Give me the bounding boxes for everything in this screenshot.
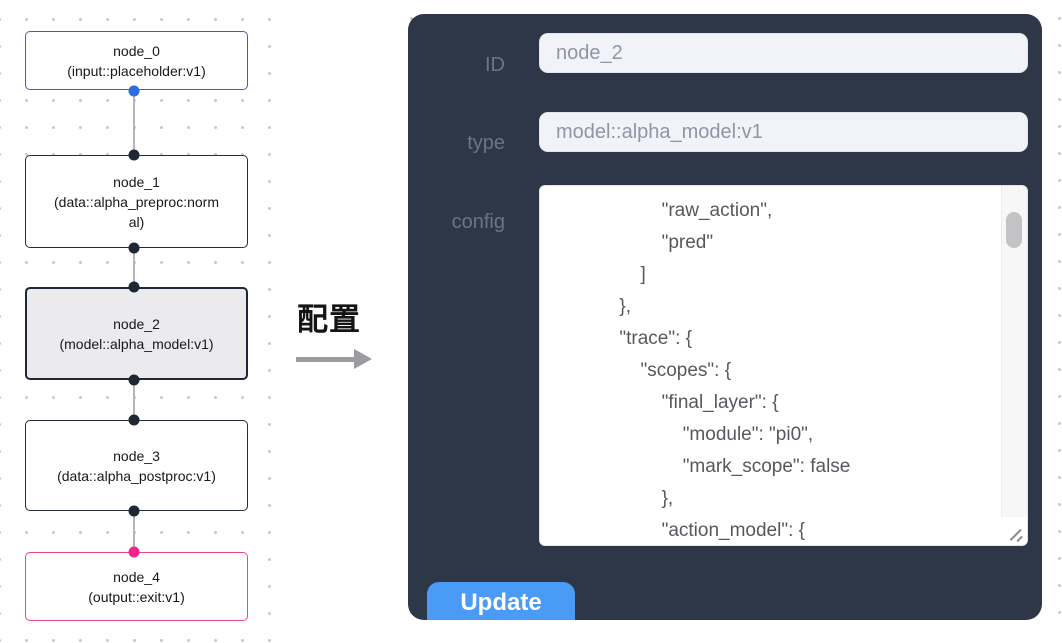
node-config-panel: ID type config "raw_action", "pred" ] },…: [408, 14, 1042, 620]
config-scrollbar-thumb[interactable]: [1006, 212, 1022, 248]
edge-node1-node2: [133, 248, 135, 287]
input-port-node_1[interactable]: [128, 149, 140, 161]
node-type-label: (model::alpha_model:v1): [59, 335, 214, 352]
config-scrollbar-track[interactable]: [1001, 186, 1027, 517]
flow-node-node_0[interactable]: node_0 (input::placeholder:v1): [25, 31, 248, 90]
input-port-node_4[interactable]: [128, 546, 140, 558]
node-type-label: (output::exit:v1): [88, 588, 185, 605]
config-json-text: "raw_action", "pred" ] }, "trace": { "sc…: [619, 200, 851, 541]
node-title: node_0: [113, 42, 160, 59]
arrow-right-icon: [292, 349, 392, 369]
resize-handle-icon[interactable]: [1007, 525, 1025, 543]
id-input[interactable]: [539, 33, 1028, 73]
node-type-label: (input::placeholder:v1): [67, 62, 206, 79]
id-field-label: ID: [485, 54, 505, 76]
input-port-node_2[interactable]: [128, 281, 140, 293]
flow-node-node_4[interactable]: node_4 (output::exit:v1): [25, 552, 248, 621]
edge-node3-node4: [133, 511, 135, 552]
flow-node-node_1[interactable]: node_1 (data::alpha_preproc:normal): [25, 155, 248, 248]
flowchart-canvas: node_0 (input::placeholder:v1) node_1 (d…: [0, 0, 272, 643]
type-field-label: type: [467, 132, 505, 154]
configure-label: 配置: [297, 302, 361, 337]
output-port-node_2[interactable]: [128, 374, 140, 386]
flow-node-node_3[interactable]: node_3 (data::alpha_postproc:v1): [25, 420, 248, 511]
configure-annotation: 配置: [292, 294, 392, 369]
update-button[interactable]: Update: [427, 582, 575, 620]
output-port-node_0[interactable]: [128, 85, 140, 97]
node-title: node_4: [113, 568, 160, 585]
config-field-label: config: [451, 211, 505, 233]
flow-node-node_2[interactable]: node_2 (model::alpha_model:v1): [25, 287, 248, 380]
config-textarea[interactable]: "raw_action", "pred" ] }, "trace": { "sc…: [539, 185, 1028, 546]
node-type-label: (data::alpha_postproc:v1): [57, 467, 216, 484]
edge-node0-node1: [133, 91, 135, 155]
node-type-label: (data::alpha_preproc:normal): [54, 193, 219, 230]
node-title: node_1: [113, 173, 160, 190]
edge-node2-node3: [133, 380, 135, 420]
node-title: node_2: [113, 315, 160, 332]
output-port-node_1[interactable]: [128, 242, 140, 254]
input-port-node_3[interactable]: [128, 414, 140, 426]
output-port-node_3[interactable]: [128, 505, 140, 517]
type-input[interactable]: [539, 112, 1028, 152]
node-title: node_3: [113, 447, 160, 464]
